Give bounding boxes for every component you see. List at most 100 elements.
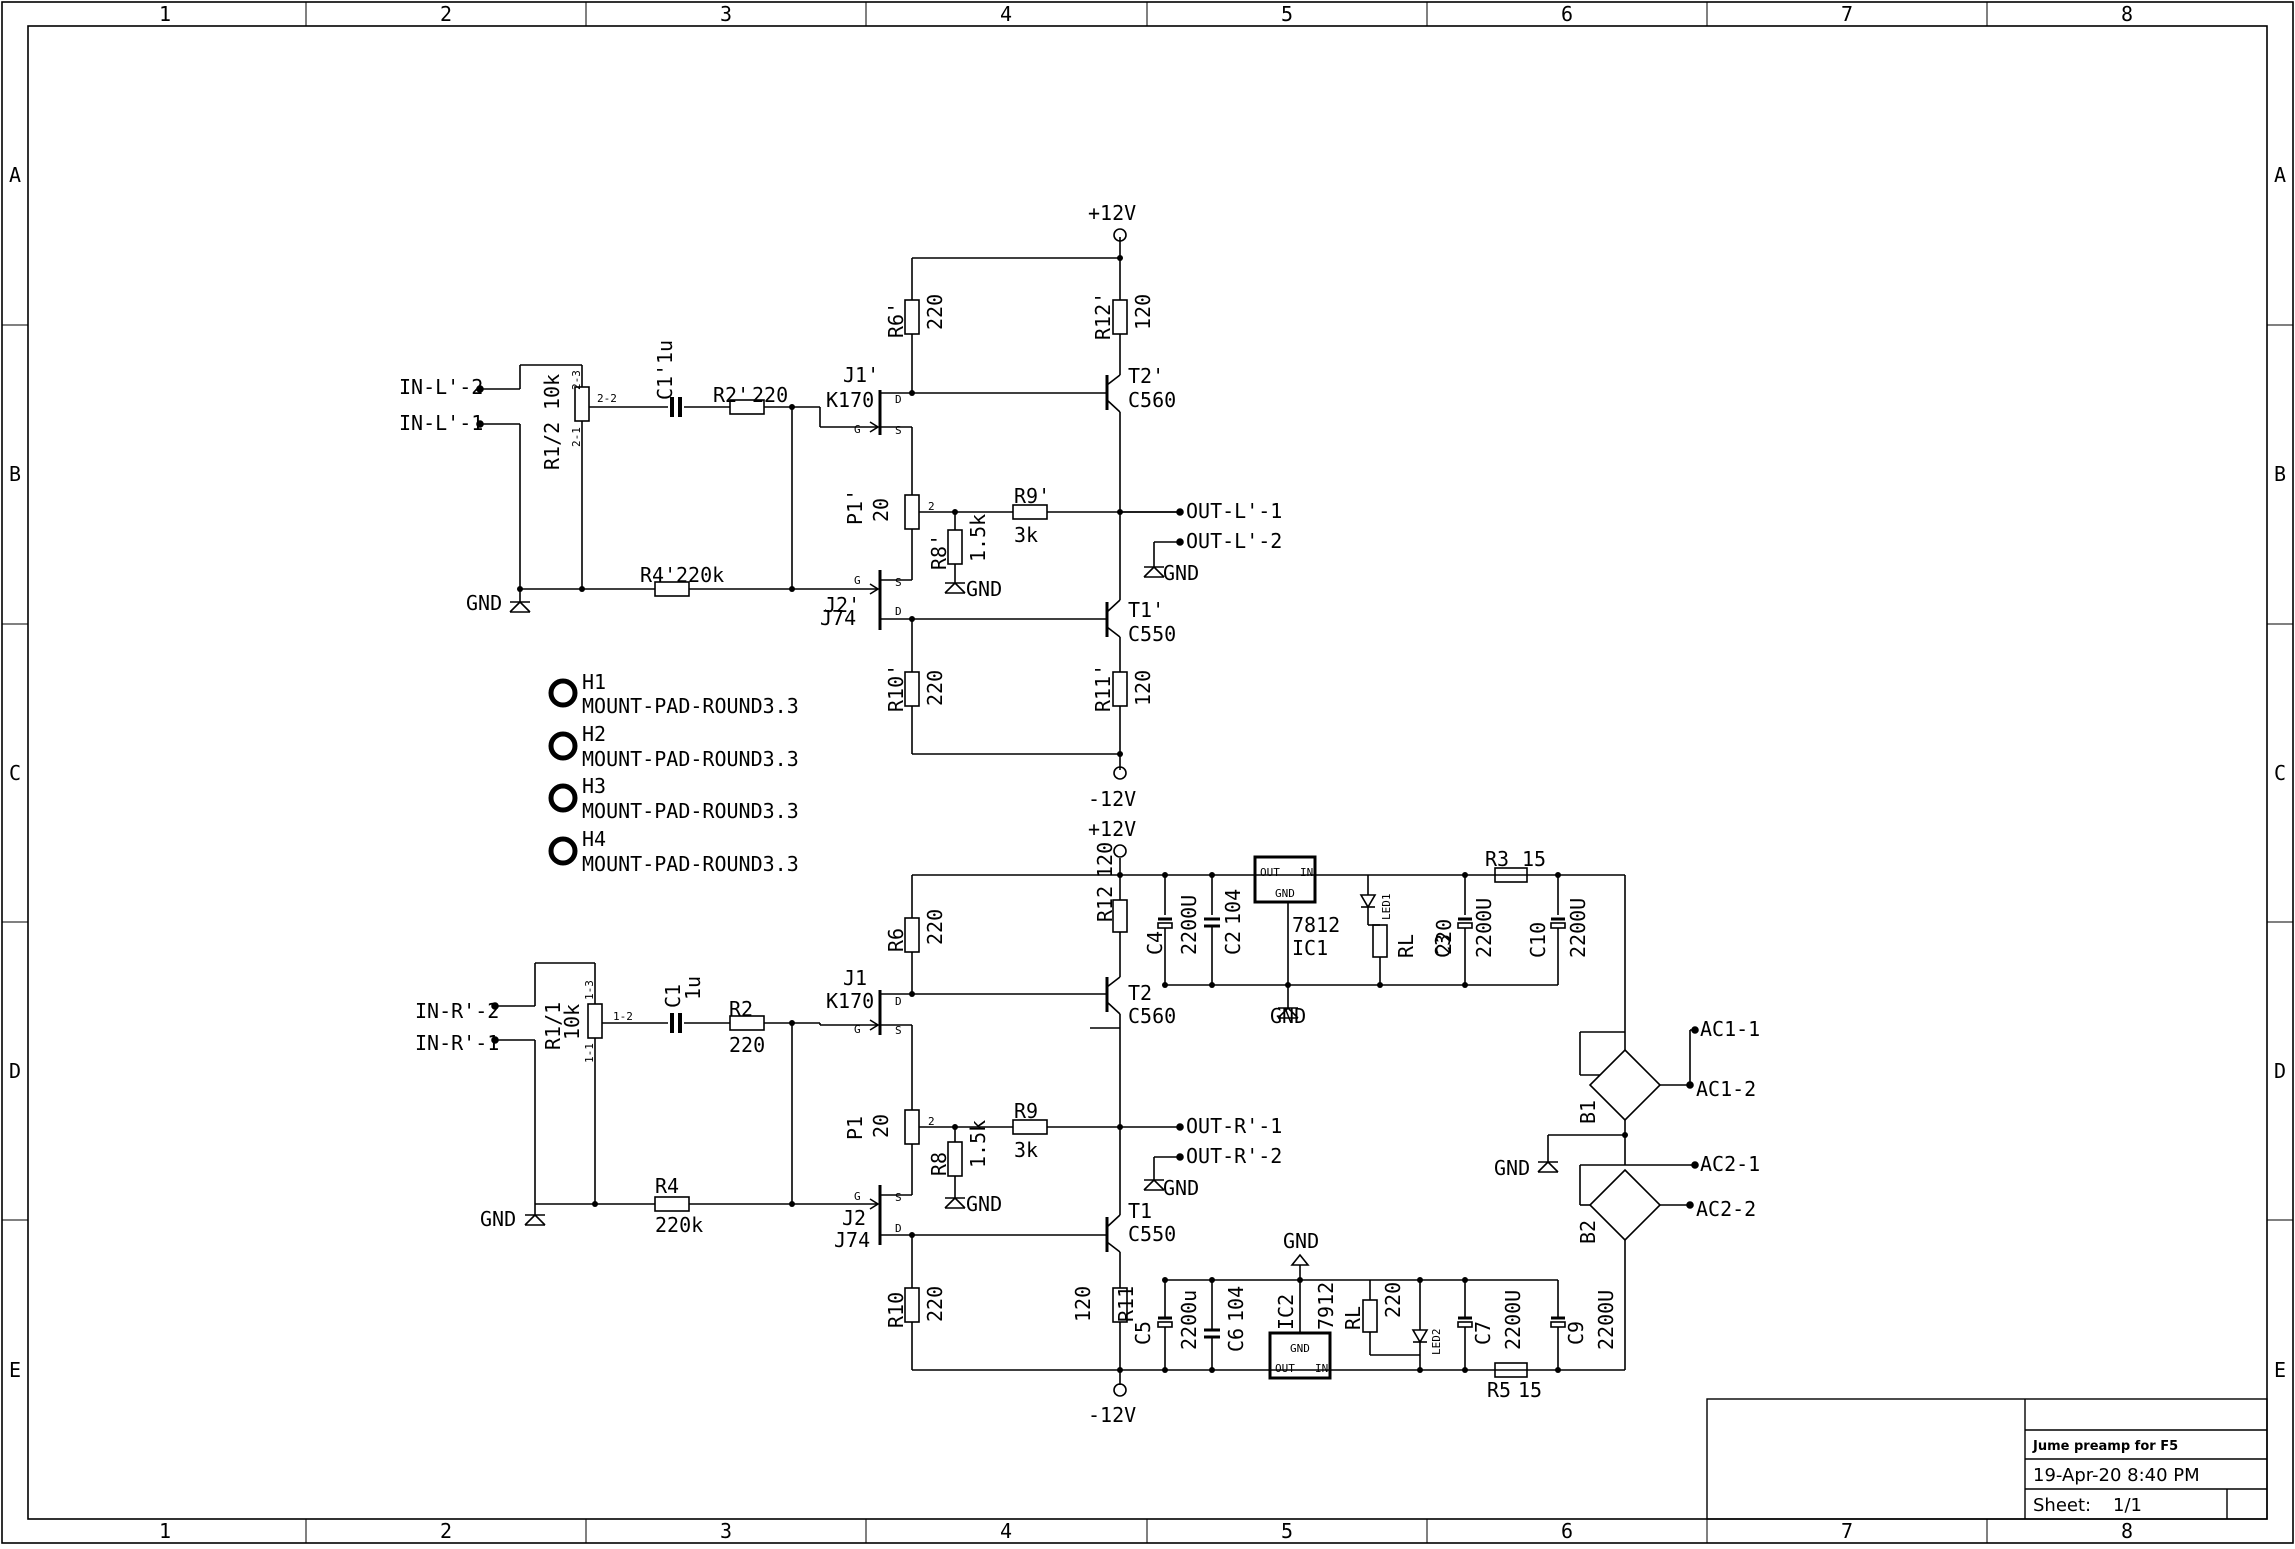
pin-label: G	[854, 1023, 861, 1036]
ic2-out-pin: OUT	[1275, 1362, 1295, 1375]
h1-value: MOUNT-PAD-ROUND3.3	[582, 694, 799, 718]
row-label: D	[2274, 1059, 2286, 1083]
col-label: 2	[440, 2, 452, 26]
mount-pad-h2	[548, 731, 578, 761]
rl-bottom-name: RL	[1341, 1306, 1365, 1330]
h4-value: MOUNT-PAD-ROUND3.3	[582, 852, 799, 876]
bridge-b2	[1588, 1168, 1662, 1242]
sheet-label: Sheet:	[2033, 1495, 2091, 1516]
r10-prime-name: R10'	[884, 664, 908, 712]
r12-prime-name: R12'	[1091, 292, 1115, 340]
j2-prime-name: J2'	[824, 593, 860, 617]
pin-label: 2	[928, 500, 935, 513]
b1-name: B1	[1576, 1100, 1600, 1124]
r9-prime-name: R9'	[1014, 484, 1050, 508]
p1-prime-name: P1'	[843, 489, 867, 525]
j1-name: J1	[843, 966, 867, 990]
t1-value: C550	[1128, 1222, 1176, 1246]
ic1-in-pin: IN	[1300, 866, 1313, 879]
r8-name: R8	[927, 1152, 951, 1176]
r12-prime-value: 120	[1131, 294, 1155, 330]
col-label: 4	[1000, 2, 1012, 26]
power-supply	[1090, 855, 1691, 1380]
r1-2-name: R1/2	[540, 422, 564, 470]
right-channel	[495, 858, 1180, 1385]
col-label: 8	[2121, 2, 2133, 26]
connector-stubs	[476, 385, 1699, 1209]
t2-prime-name: T2'	[1128, 364, 1164, 388]
vee-top-label: -12V	[1088, 787, 1136, 811]
gnd-label: GND	[1283, 1229, 1319, 1253]
ic1-gnd-pin: GND	[1275, 887, 1295, 900]
h3-value: MOUNT-PAD-ROUND3.3	[582, 799, 799, 823]
c7-name: C7	[1471, 1321, 1495, 1345]
resistor-r12-prime	[1112, 299, 1128, 335]
date-text: 19-Apr-20 8:40 PM	[2033, 1465, 2200, 1486]
c4-name: C4	[1143, 931, 1167, 955]
gnd-label: GND	[966, 1192, 1002, 1216]
pin-label: 2-1	[570, 427, 583, 447]
c10-name: C10	[1526, 922, 1550, 958]
row-label: C	[9, 761, 21, 785]
trimmer-p1-prime	[904, 494, 920, 530]
c1-value: 1u	[681, 976, 705, 1000]
row-label: D	[9, 1059, 21, 1083]
j2-value: J74	[834, 1228, 870, 1252]
pot-r1-2	[574, 386, 590, 422]
r11-value: 120	[1071, 1286, 1095, 1322]
ic2-in-pin: IN	[1315, 1362, 1328, 1375]
gnd-label: GND	[1163, 1176, 1199, 1200]
r9-value: 3k	[1014, 1138, 1038, 1162]
col-label: 7	[1841, 2, 1853, 26]
ac1-2-label: AC1-2	[1696, 1077, 1756, 1101]
power-supply-labels: C4 2200U C2 104 7812 IC1 RL 220 C3 2200U…	[1131, 847, 1618, 1402]
c3-name: C3	[1431, 934, 1455, 958]
t2-prime-value: C560	[1128, 388, 1176, 412]
r12-value: 120	[1093, 842, 1117, 878]
rl-bottom-value: 220	[1381, 1282, 1405, 1318]
c1-prime-name: C1'	[653, 364, 677, 400]
regulator-ic1	[1253, 855, 1317, 904]
col-label: 8	[2121, 1519, 2133, 1543]
j1-prime-value: K170	[826, 388, 874, 412]
r10-name: R10	[884, 1292, 908, 1328]
c5-name: C5	[1131, 1321, 1155, 1345]
c9-value: 2200U	[1594, 1290, 1618, 1350]
r10-value: 220	[923, 1286, 947, 1322]
gnd-label: GND	[480, 1207, 516, 1231]
row-label: B	[9, 462, 21, 486]
c6-value: 104	[1224, 1286, 1248, 1322]
r6-prime-name: R6'	[884, 302, 908, 338]
sheet-value: 1/1	[2113, 1495, 2142, 1516]
gnd-label: GND	[1163, 561, 1199, 585]
vee-bottom-label: -12V	[1088, 1403, 1136, 1427]
gnd-label: GND	[1494, 1156, 1530, 1180]
out-l1-label: OUT-L'-1	[1186, 499, 1282, 523]
left-channel-pin-labels: 2-2 2-3 2-1 D G S G S D 2	[570, 370, 935, 618]
pin-label: G	[854, 1190, 861, 1203]
r12-name: R12	[1093, 886, 1117, 922]
ic1-out-pin: OUT	[1260, 866, 1280, 879]
c6-name: C6	[1224, 1328, 1248, 1352]
col-label: 6	[1561, 2, 1573, 26]
col-label: 5	[1281, 2, 1293, 26]
in-r1-label: IN-R'-1	[415, 1031, 499, 1055]
r1-2-value: 10k	[540, 374, 564, 410]
pin-label: 2	[928, 1115, 935, 1128]
c9-name: C9	[1564, 1321, 1588, 1345]
h1-name: H1	[582, 670, 606, 694]
mount-pad-h1	[548, 678, 578, 708]
c4-value: 2200U	[1177, 895, 1201, 955]
pin-label: 1-1	[583, 1043, 596, 1063]
p1-name: P1	[843, 1116, 867, 1140]
in-l1-label: IN-L'-1	[399, 411, 483, 435]
trimmer-p1	[904, 1109, 920, 1145]
pin-label: G	[854, 423, 861, 436]
title-block	[1706, 1398, 2268, 1520]
in-r2-label: IN-R'-2	[415, 999, 499, 1023]
row-label: B	[2274, 462, 2286, 486]
pin-label: 2-2	[597, 392, 617, 405]
vee-top-port	[1113, 766, 1127, 780]
